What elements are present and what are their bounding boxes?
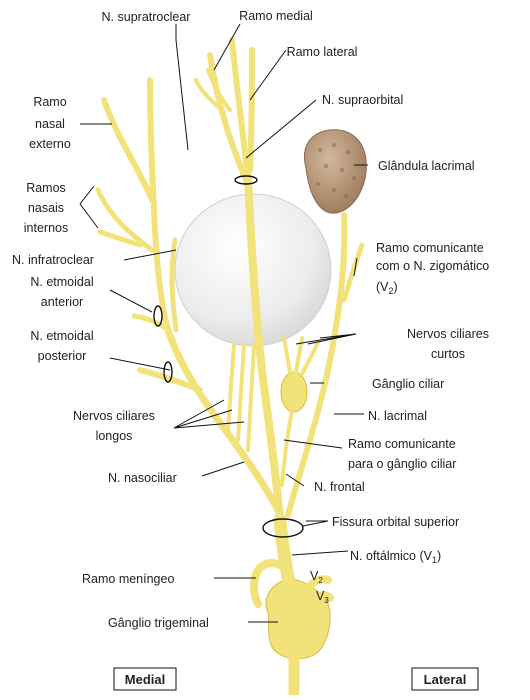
label-ramos-nasais-internos-2: nasais bbox=[28, 201, 64, 215]
label-infratroclear: N. infratroclear bbox=[12, 253, 94, 267]
label-ramo-comunicante-zigomatico-2: com o N. zigomático bbox=[376, 259, 489, 273]
label-ramo-meningeo: Ramo meníngeo bbox=[82, 572, 174, 586]
label-etmoidal-anterior: N. etmoidal bbox=[30, 275, 93, 289]
ciliary-ganglion bbox=[281, 372, 307, 412]
oftalmico-close: ) bbox=[437, 549, 441, 563]
long-ciliary-nerves bbox=[228, 345, 234, 430]
orientation-medial: Medial bbox=[114, 668, 176, 690]
short-ciliary-nerves bbox=[284, 338, 290, 372]
label-ciliares-curtos: Nervos ciliares bbox=[407, 327, 489, 341]
label-supratroclear: N. supratroclear bbox=[102, 10, 191, 24]
v2-sub: 2 bbox=[318, 576, 323, 585]
label-fissura: Fissura orbital superior bbox=[332, 515, 459, 529]
label-ramo-nasal-externo-2: nasal bbox=[35, 117, 65, 131]
label-v2: V2 bbox=[310, 569, 323, 585]
label-ramo-comunicante-ganglio-2: para o gânglio ciliar bbox=[348, 457, 456, 471]
label-ganglio-ciliar: Gânglio ciliar bbox=[372, 377, 444, 391]
label-ramo-lateral: Ramo lateral bbox=[287, 45, 358, 59]
label-ramos-nasais-internos-3: internos bbox=[24, 221, 68, 235]
orientation-lateral: Lateral bbox=[412, 668, 478, 690]
label-medial: Medial bbox=[125, 672, 165, 687]
infratrochlear-nerve bbox=[172, 240, 176, 330]
ganglion-communicating-branch bbox=[282, 412, 292, 485]
lacrimal-gland bbox=[304, 130, 366, 213]
label-frontal: N. frontal bbox=[314, 480, 365, 494]
label-ciliares-longos: Nervos ciliares bbox=[73, 409, 155, 423]
label-ciliares-curtos-2: curtos bbox=[431, 347, 465, 361]
label-v3: V3 bbox=[316, 589, 329, 605]
label-ramos-nasais-internos: Ramos bbox=[26, 181, 66, 195]
label-etmoidal-posterior: N. etmoidal bbox=[30, 329, 93, 343]
label-ganglio-trigeminal: Gânglio trigeminal bbox=[108, 616, 209, 630]
label-ciliares-longos-2: longos bbox=[96, 429, 133, 443]
v3-sub: 3 bbox=[324, 596, 329, 605]
external-nasal-branch bbox=[104, 100, 152, 200]
label-supraorbital: N. supraorbital bbox=[322, 93, 403, 107]
supraorbital-lateral bbox=[250, 50, 252, 170]
label-etmoidal-anterior-2: anterior bbox=[41, 295, 83, 309]
label-ramo-nasal-externo: Ramo bbox=[33, 95, 66, 109]
label-oftalmico: N. oftálmico (V1) bbox=[350, 549, 441, 565]
zigo-open: (V bbox=[376, 280, 389, 294]
label-lateral: Lateral bbox=[424, 672, 467, 687]
label-lacrimal: N. lacrimal bbox=[368, 409, 427, 423]
label-ramo-comunicante-ganglio: Ramo comunicante bbox=[348, 437, 456, 451]
label-ramo-nasal-externo-3: externo bbox=[29, 137, 71, 151]
label-ramo-comunicante-zigomatico-3: (V2) bbox=[376, 280, 398, 296]
ophthalmic-trunk bbox=[280, 520, 290, 590]
zigo-close: ) bbox=[394, 280, 398, 294]
oftalmico-main: N. oftálmico (V bbox=[350, 549, 433, 563]
label-ramo-medial: Ramo medial bbox=[239, 9, 313, 23]
label-glandula-lacrimal: Glândula lacrimal bbox=[378, 159, 475, 173]
label-etmoidal-posterior-2: posterior bbox=[38, 349, 87, 363]
label-nasociliar: N. nasociliar bbox=[108, 471, 177, 485]
label-ramo-comunicante-zigomatico: Ramo comunicante bbox=[376, 241, 484, 255]
